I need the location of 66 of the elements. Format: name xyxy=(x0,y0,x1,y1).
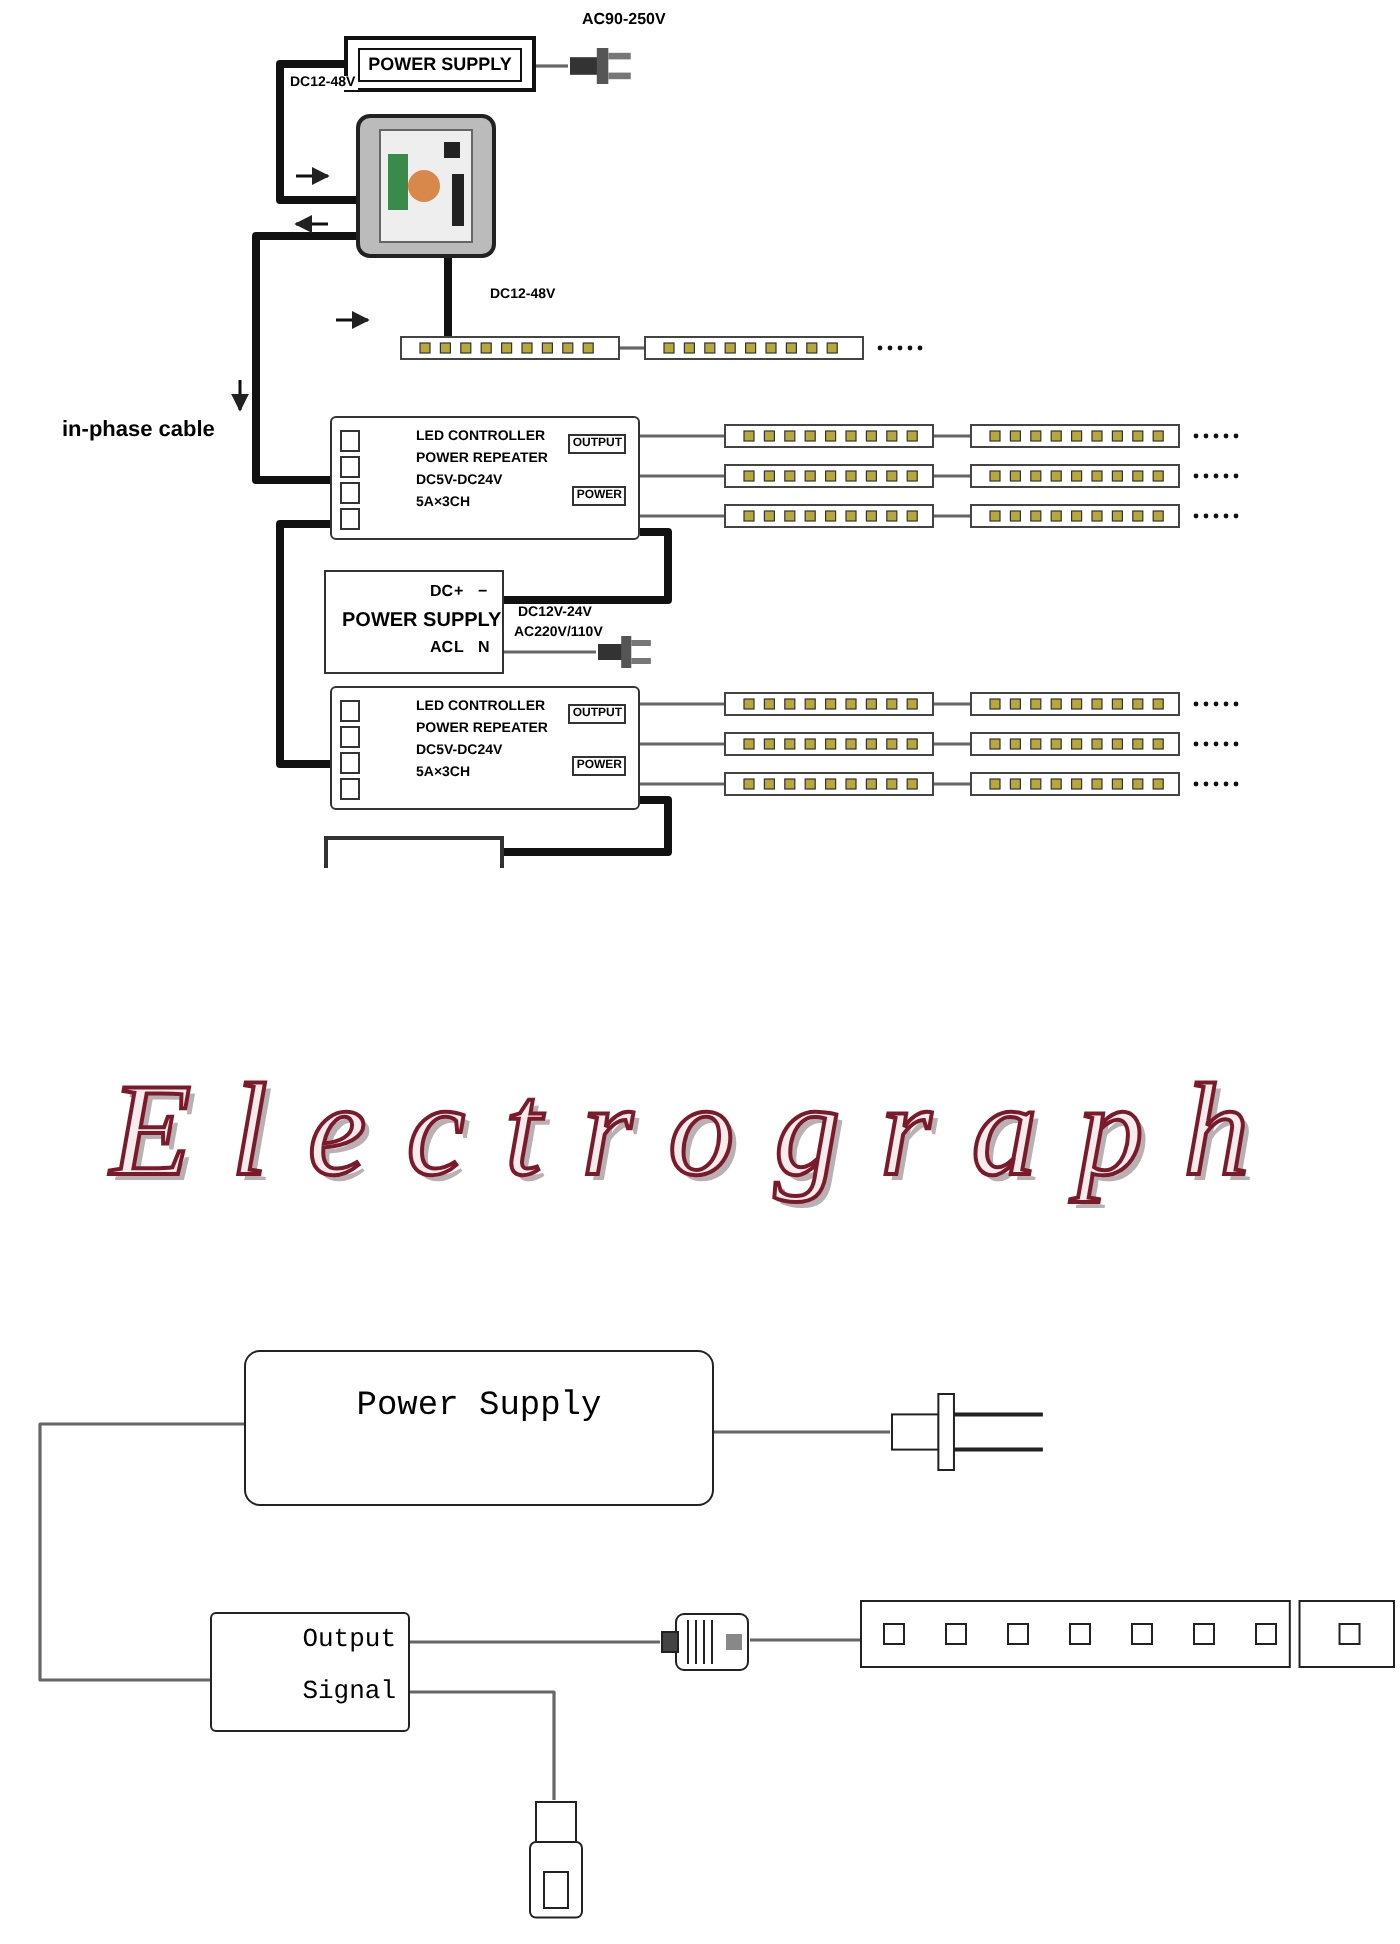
terminal-label: N xyxy=(478,640,490,656)
wire xyxy=(934,474,970,478)
wire xyxy=(640,702,724,706)
terminal-label: + xyxy=(454,584,464,600)
cable xyxy=(252,232,356,484)
cable xyxy=(504,796,672,856)
terminal-label: AC xyxy=(430,640,454,656)
edge-label: in-phase cable xyxy=(60,420,217,442)
port-label: Output xyxy=(302,1626,396,1652)
wire xyxy=(640,434,724,438)
device-label: Power Supply xyxy=(356,1389,602,1423)
wire xyxy=(38,1422,244,1682)
wire xyxy=(504,650,596,654)
led-strip-drawing xyxy=(724,692,934,716)
led-strip-drawing xyxy=(724,504,934,528)
connector-drawing xyxy=(660,1612,750,1672)
led-strip-drawing xyxy=(724,772,934,796)
plug-drawing xyxy=(568,44,632,88)
wire xyxy=(934,742,970,746)
wire xyxy=(410,1690,556,1800)
wire xyxy=(934,782,970,786)
led-strip-drawing xyxy=(400,336,620,360)
led-strip-drawing xyxy=(970,464,1180,488)
wire xyxy=(934,702,970,706)
led-strip-drawing xyxy=(860,1600,1396,1668)
terminal-label: DC xyxy=(430,584,454,600)
terminal-label: L xyxy=(454,640,464,656)
power-supply-box xyxy=(324,836,504,868)
diagram-title: Electrograph xyxy=(107,1056,1292,1208)
wire xyxy=(410,1640,660,1644)
wire xyxy=(536,64,568,68)
cable xyxy=(444,258,452,336)
wire xyxy=(640,782,724,786)
cable xyxy=(276,520,330,768)
connector-drawing xyxy=(528,1800,584,1920)
led-strip-drawing xyxy=(970,772,1180,796)
controller-box xyxy=(210,1612,410,1732)
device-label: POWER SUPPLY xyxy=(342,612,502,632)
cable xyxy=(504,528,672,604)
led-strip-drawing xyxy=(644,336,864,360)
controller-box xyxy=(330,686,640,810)
power-supply-box xyxy=(324,570,504,674)
wire xyxy=(934,434,970,438)
led-strip-drawing xyxy=(724,464,934,488)
wire xyxy=(714,1430,890,1434)
wire xyxy=(750,1638,860,1642)
receiver-drawing xyxy=(356,114,496,258)
plug-drawing xyxy=(890,1388,1046,1476)
led-strip-drawing xyxy=(970,732,1180,756)
led-strip-drawing xyxy=(970,424,1180,448)
led-strip-drawing xyxy=(970,504,1180,528)
wire xyxy=(640,742,724,746)
cable xyxy=(276,60,356,204)
wire xyxy=(934,514,970,518)
power-supply-box xyxy=(244,1350,714,1506)
led-strip-drawing xyxy=(724,424,934,448)
controller-box xyxy=(330,416,640,540)
wire xyxy=(620,346,644,350)
edge-label: AC90-250V xyxy=(580,12,668,28)
led-strip-drawing xyxy=(724,732,934,756)
wire xyxy=(640,514,724,518)
led-strip-drawing xyxy=(970,692,1180,716)
device-label: POWER SUPPLY xyxy=(358,47,522,81)
wire xyxy=(640,474,724,478)
port-label: Signal xyxy=(302,1678,396,1704)
terminal-label: − xyxy=(478,584,488,600)
